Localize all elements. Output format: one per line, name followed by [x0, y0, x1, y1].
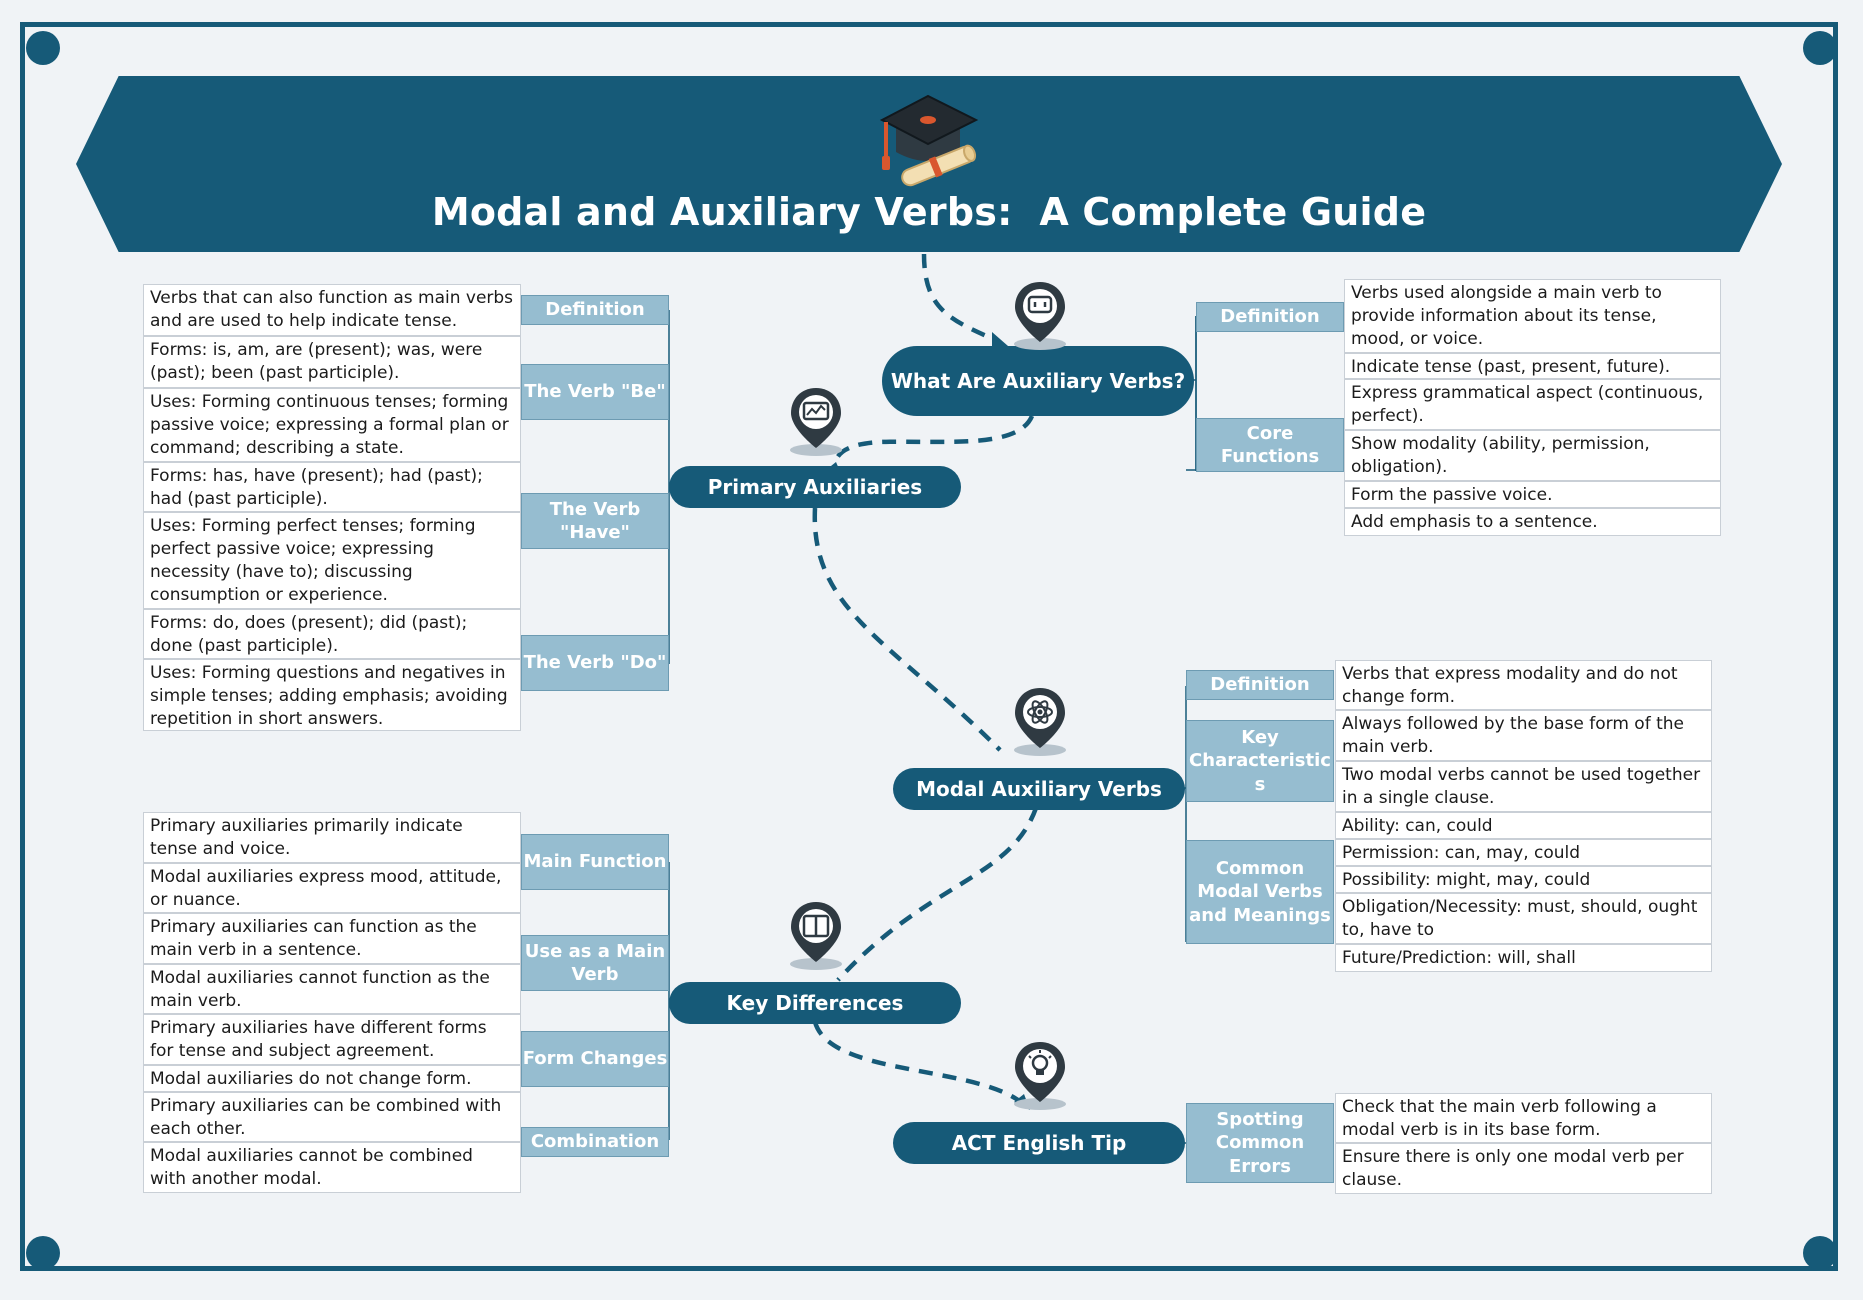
aux-core-item: Express grammatical aspect (continuous, … — [1344, 379, 1721, 430]
diff-main-item: Modal auxiliaries express mood, attitude… — [143, 863, 521, 913]
aux-core-item: Show modality (ability, permission, obli… — [1344, 430, 1721, 481]
aux-core-item: Add emphasis to a sentence. — [1344, 508, 1721, 536]
diff-comb-item: Primary auxiliaries can be combined with… — [143, 1092, 521, 1142]
diff-comb-item: Modal auxiliaries cannot be combined wit… — [143, 1142, 521, 1193]
label-key-characteristics: Key Characteristic s — [1186, 720, 1334, 802]
modal-common-item: Obligation/Necessity: must, should, ough… — [1335, 893, 1712, 944]
modal-definition-text: Verbs that express modality and do not c… — [1335, 660, 1712, 710]
book-icon — [790, 902, 842, 970]
diff-verb-item: Primary auxiliaries can function as the … — [143, 913, 521, 964]
modal-common-item: Possibility: might, may, could — [1335, 866, 1712, 893]
be-forms-text: Forms: is, am, are (present); was, were … — [143, 336, 521, 388]
label-modal-definition: Definition — [1186, 670, 1334, 700]
modal-key-item: Always followed by the base form of the … — [1335, 710, 1712, 761]
corner-dot — [1803, 1236, 1837, 1270]
page-title: Modal and Auxiliary Verbs: A Complete Gu… — [431, 190, 1427, 234]
poster-frame — [20, 22, 1838, 1271]
tip-item: Ensure there is only one modal verb per … — [1335, 1143, 1712, 1194]
tip-item: Check that the main verb following a mod… — [1335, 1093, 1712, 1143]
label-main-function: Main Function — [521, 834, 669, 890]
label-aux-core-functions: Core Functions — [1196, 418, 1344, 472]
diff-form-item: Modal auxiliaries do not change form. — [143, 1065, 521, 1092]
primary-definition-text: Verbs that can also function as main ver… — [143, 284, 521, 336]
diff-form-item: Primary auxiliaries have different forms… — [143, 1014, 521, 1065]
node-modal-auxiliary-verbs[interactable]: Modal Auxiliary Verbs — [893, 768, 1185, 810]
label-spotting-common-errors: Spotting Common Errors — [1186, 1103, 1334, 1183]
corner-dot — [26, 1236, 60, 1270]
label-form-changes: Form Changes — [521, 1031, 669, 1087]
node-key-differences[interactable]: Key Differences — [669, 982, 961, 1024]
aux-definition-text: Verbs used alongside a main verb to prov… — [1344, 279, 1721, 353]
do-uses-text: Uses: Forming questions and negatives in… — [143, 659, 521, 731]
label-common-modal-verbs: Common Modal Verbs and Meanings — [1186, 840, 1334, 944]
modal-common-item: Ability: can, could — [1335, 812, 1712, 839]
label-aux-definition: Definition — [1196, 302, 1344, 332]
label-primary-definition: Definition — [521, 295, 669, 325]
graduation-cap-icon — [879, 94, 979, 187]
label-verb-have: The Verb "Have" — [521, 493, 669, 549]
diff-verb-item: Modal auxiliaries cannot function as the… — [143, 964, 521, 1014]
modal-common-item: Future/Prediction: will, shall — [1335, 944, 1712, 972]
modal-key-item: Two modal verbs cannot be used together … — [1335, 761, 1712, 812]
chat-bubble-icon — [1014, 282, 1066, 350]
atom-icon — [1014, 688, 1066, 756]
label-use-as-main-verb: Use as a Main Verb — [521, 935, 669, 991]
presentation-board-icon — [790, 388, 842, 456]
be-uses-text: Uses: Forming continuous tenses; forming… — [143, 388, 521, 462]
lightbulb-icon — [1014, 1042, 1066, 1110]
corner-dot — [26, 31, 60, 65]
aux-core-item: Indicate tense (past, present, future). — [1344, 353, 1721, 379]
node-primary-auxiliaries[interactable]: Primary Auxiliaries — [669, 466, 961, 508]
corner-dot — [1803, 31, 1837, 65]
modal-common-item: Permission: can, may, could — [1335, 839, 1712, 866]
have-uses-text: Uses: Forming perfect tenses; forming pe… — [143, 512, 521, 609]
label-combination: Combination — [521, 1127, 669, 1157]
node-act-english-tip[interactable]: ACT English Tip — [893, 1122, 1185, 1164]
node-what-are-auxiliary-verbs[interactable]: What Are Auxiliary Verbs? — [882, 346, 1194, 416]
have-forms-text: Forms: has, have (present); had (past); … — [143, 462, 521, 512]
aux-core-item: Form the passive voice. — [1344, 481, 1721, 508]
do-forms-text: Forms: do, does (present); did (past); d… — [143, 609, 521, 659]
label-verb-do: The Verb "Do" — [521, 635, 669, 691]
diff-main-item: Primary auxiliaries primarily indicate t… — [143, 812, 521, 863]
label-verb-be: The Verb "Be" — [521, 364, 669, 420]
